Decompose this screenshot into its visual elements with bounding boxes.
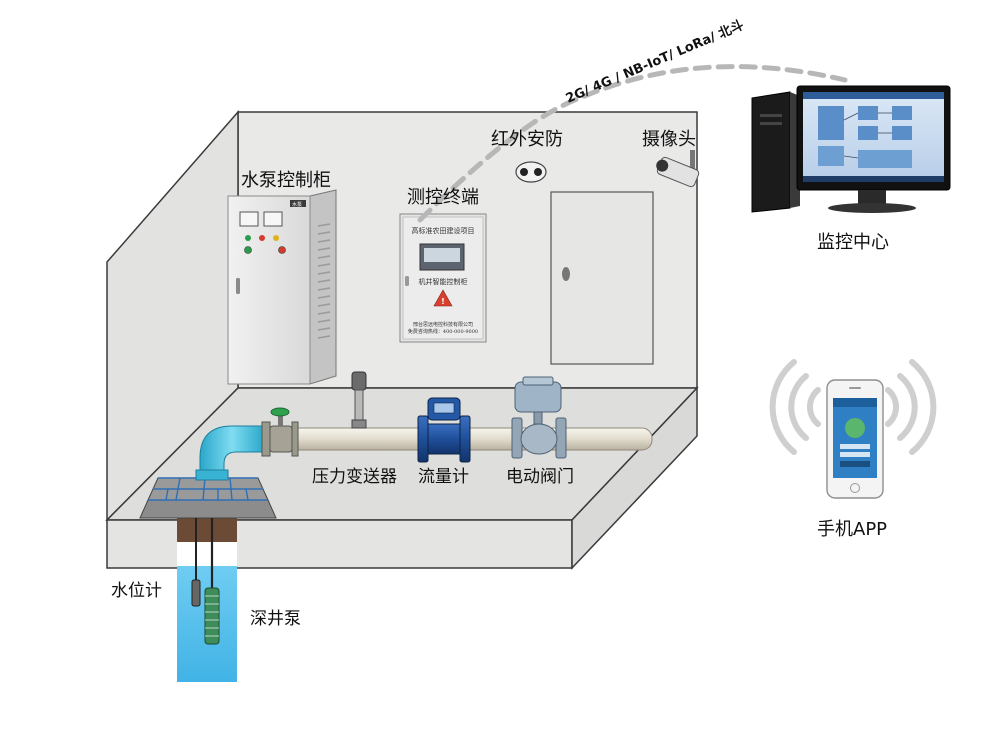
label-monitor-center: 监控中心 [817,232,889,253]
label-measure-terminal: 测控终端 [407,187,479,208]
measure-control-terminal: 高标准农田建设项目 机井智能控制柜 ! 邢台思远电控科技有限公司 免费咨询热线：… [399,213,487,343]
label-water-level: 水位计 [111,581,162,601]
label-flow-meter: 流量计 [418,467,469,487]
terminal-subtitle: 机井智能控制柜 [419,277,468,286]
label-mobile-app: 手机APP [817,519,887,540]
infrared-sensor-icon [515,161,547,183]
cabinet-nameplate: 水泵 [292,201,302,208]
pressure-transmitter-device [351,371,367,429]
well-platform [139,499,277,519]
camera-icon [656,150,700,188]
wireless-link-arc [417,64,848,223]
water-level-probe [191,579,201,607]
electric-valve-device [511,376,567,459]
label-infrared: 红外安防 [491,129,563,150]
network-protocols: 2G/ 4G / NB-IoT/ LoRa/ 北斗 [564,18,746,107]
label-pressure-transmitter: 压力变送器 [312,467,397,487]
flow-meter-device [417,397,471,463]
deep-well-pump-body [204,587,220,645]
label-camera: 摄像头 [642,129,696,150]
label-deep-well-pump: 深井泵 [250,609,301,629]
pump-control-cabinet: 水泵 [227,189,337,385]
terminal-title: 高标准农田建设项目 [412,226,475,235]
room-right-face [571,386,698,570]
warning-icon [433,289,453,307]
terminal-footer-2: 免费咨询热线：400-000-9000 [408,328,478,335]
svg-text:!: ! [441,297,445,306]
monitoring-center-computer [751,85,951,213]
wifi-signal-icon [769,359,937,455]
mobile-phone [769,359,937,499]
terminal-footer-1: 邢台思远电控科技有限公司 [413,321,473,328]
room-front-face [106,519,573,569]
label-electric-valve: 电动阀门 [506,467,574,487]
gate-valve [261,407,299,457]
diagram-labels: 水泵控制柜 测控终端 红外安防 摄像头 监控中心 手机APP 压力变送器 流量计… [111,129,889,629]
deep-well [139,477,277,682]
label-pump-cabinet: 水泵控制柜 [241,170,331,191]
room-door [550,191,654,365]
